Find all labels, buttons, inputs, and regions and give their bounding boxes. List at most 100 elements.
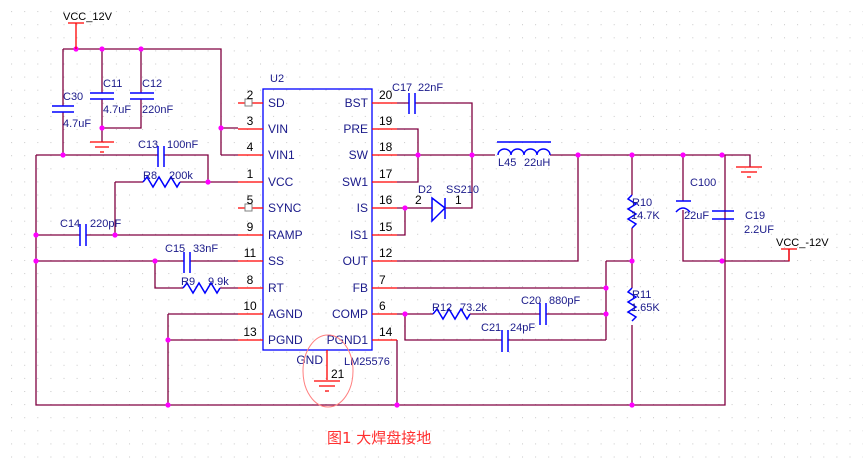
junction-dot [165,337,171,343]
r9-ref: R9 [181,276,195,288]
pin-name: BST [345,96,369,110]
capacitor-c100: C100 22uF [675,177,716,222]
capacitor-c15: C15 33nF [165,243,218,273]
r11-value: 1.65K [631,302,660,314]
pin-name: SW [349,148,369,162]
wires [35,48,790,406]
r12-ref: R12 [432,302,452,314]
junction-dot [138,46,144,52]
capacitor-c11: C11 4.7uF [90,78,131,116]
d2-pin-cathode: 1 [455,193,462,207]
c13-value: 100nF [167,139,198,151]
figure-caption: 图1 大焊盘接地 [327,429,431,447]
junction-dot [629,258,635,264]
c14-ref: C14 [60,218,80,230]
pin-number: 10 [243,299,257,313]
pin-number: 19 [379,114,393,128]
ground-icon [90,141,114,153]
pin-number: 17 [379,167,393,181]
junction-dot [603,285,609,291]
net-vcc-neg-12v: VCC_-12V [776,237,829,261]
no-connect-icon [244,203,253,212]
c20-value: 880pF [549,295,580,307]
pin-number: 4 [247,140,254,154]
pin-number: 20 [379,88,393,102]
resistor-r9: R9 9.9k [181,276,229,295]
pin-name: SYNC [268,201,302,215]
pin-name: PRE [343,122,368,136]
pin-number: 14 [379,325,393,339]
c21-ref: C21 [481,322,501,334]
l45-value: 22uH [524,157,550,169]
c19-ref: C19 [745,210,765,222]
junction-dot [603,311,609,317]
junction-dot [394,402,400,408]
r10-value: 14.7K [631,210,660,222]
pin-number: 1 [247,167,254,181]
junction-dot [33,232,39,238]
inductor-l45: L45 22uH [497,141,551,169]
d2-ref: D2 [418,184,432,196]
resistor-r12: R12 73.2k [432,302,487,321]
pin-number: 2 [247,88,254,102]
capacitor-c17: C17 22nF [392,82,443,114]
pin-name: FB [353,281,368,295]
r12-value: 73.2k [460,302,487,314]
pin-name: VIN1 [268,148,295,162]
junction-dot [218,125,224,131]
pin-name: RAMP [268,228,303,242]
ground-icon [736,166,762,178]
pin-number: 9 [247,220,254,234]
no-connect-icon [244,98,253,107]
chip-u2: U2 LM25576 2SD3VIN4VIN11VCC5SYNC9RAMP11S… [238,73,397,408]
net-label-vcc-neg-12v: VCC_-12V [776,237,829,249]
junction-dot [99,125,105,131]
pin-name: OUT [343,254,369,268]
c100-value: 22uF [684,210,709,222]
junction-dot [165,402,171,408]
c30-ref: C30 [63,91,83,103]
c12-ref: C12 [142,78,162,90]
chip-ref: U2 [270,73,284,85]
junction-dot [469,152,475,158]
net-vcc-12v: VCC_12V [63,11,113,49]
d2-value: SS210 [446,184,479,196]
c11-value: 4.7uF [103,104,131,116]
c14-value: 220pF [90,218,121,230]
junction-dot [152,258,158,264]
pin-name: PGND1 [327,333,369,347]
capacitor-c21: C21 24pF [481,322,535,352]
junction-dot [415,152,421,158]
r8-ref: R8 [143,170,157,182]
resistor-r8: R8 200k [142,170,193,189]
junctions [33,46,725,408]
c15-value: 33nF [193,243,218,255]
resistor-r11: R11 1.65K [626,287,660,322]
diode-d2: D2 SS210 2 1 [415,184,479,223]
d2-pin-anode: 2 [415,193,422,207]
pin-name: IS1 [350,228,368,242]
chip-part-number: LM25576 [344,356,390,368]
capacitor-c30: C30 4.7uF [52,91,91,130]
pin-name: VCC [268,175,294,189]
pin-name: SW1 [342,175,368,189]
junction-dot [680,152,686,158]
c17-value: 22nF [418,82,443,94]
chip-body [262,88,373,351]
junction-dot [99,46,105,52]
pin-name: SS [268,254,284,268]
junction-dot [575,152,581,158]
c17-ref: C17 [392,82,412,94]
pin-name: PGND [268,333,303,347]
c15-ref: C15 [165,243,185,255]
pin-number: 16 [379,193,393,207]
pin-number: 5 [247,193,254,207]
pin-number: 18 [379,140,393,154]
pin-number: 11 [244,246,257,260]
resistor-r10: R10 14.7K [626,194,660,229]
junction-dot [402,205,408,211]
c30-value: 4.7uF [63,118,91,130]
r9-value: 9.9k [208,276,229,288]
